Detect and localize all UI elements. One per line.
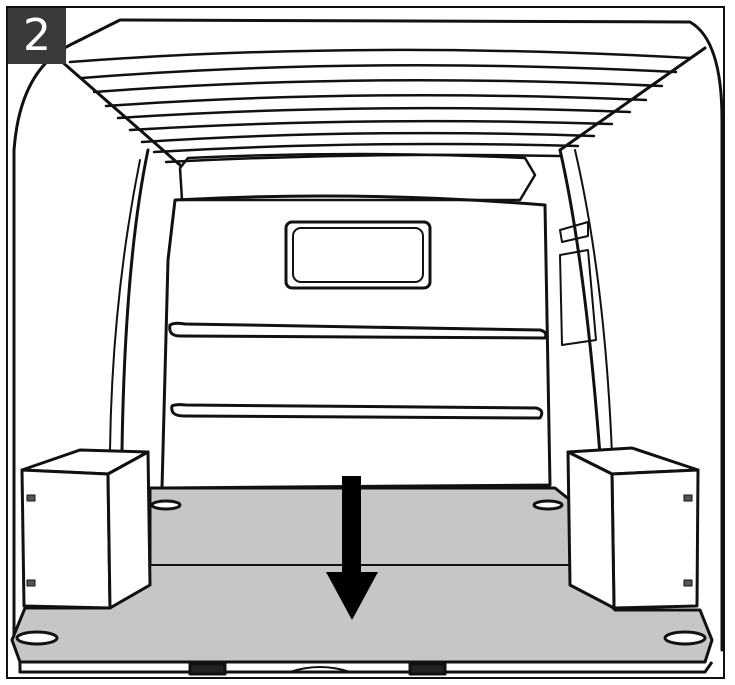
bulkhead-rail-lower (170, 403, 544, 420)
bulkhead-rail-upper (168, 321, 548, 340)
right-wall-edge (558, 148, 602, 457)
van-body-outline (12, 18, 724, 652)
floor-tie-down-right-rear (532, 499, 564, 511)
wheel-arch-box-right (566, 446, 700, 610)
roof-edge-right (558, 46, 707, 152)
left-wall-edge (120, 148, 150, 452)
floor-tie-down-left-front (15, 630, 59, 646)
bulkhead-panel (160, 194, 552, 490)
roof-ribs (68, 48, 692, 164)
roof-edge-left (58, 58, 182, 167)
bulkhead-window (284, 220, 432, 290)
floor-tie-down-left-rear (150, 499, 182, 511)
wheel-arch-box-left (20, 448, 152, 610)
step-number-badge: 2 (8, 8, 66, 64)
floor-tie-down-right-front (663, 630, 707, 646)
arrow-down-icon (326, 476, 378, 620)
